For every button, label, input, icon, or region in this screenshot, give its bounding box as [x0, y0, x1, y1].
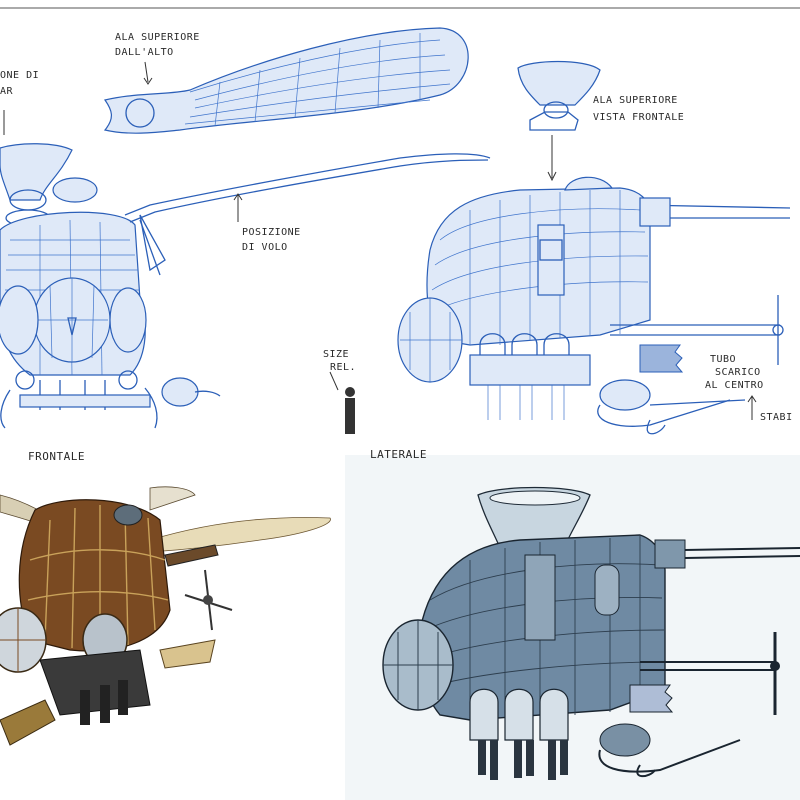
- size-ref-label-line1: SIZE: [323, 349, 349, 360]
- top-wing-label: ALA SUPERIORE DALL'ALTO: [115, 32, 200, 85]
- color-render-three-quarter: [0, 486, 331, 746]
- lateral-view-sketch: [397, 60, 791, 435]
- exhaust-label-line3: AL CENTRO: [705, 380, 764, 391]
- exhaust-label-line1: TUBO: [710, 354, 736, 365]
- top-wing-label-line2: DALL'ALTO: [115, 47, 174, 58]
- flight-position-label-line1: POSIZIONE: [242, 227, 301, 238]
- exhaust-label-line2: SCARICO: [715, 367, 761, 378]
- top-wing-sketch: [103, 27, 469, 134]
- color-render-side: [382, 486, 800, 780]
- stabilizer-label-text: STABI: [760, 412, 793, 423]
- size-reference: SIZE REL.: [323, 349, 356, 434]
- flight-position-label: POSIZIONE DI VOLO: [233, 193, 301, 253]
- top-wing-front-label-line2: VISTA FRONTALE: [593, 112, 684, 123]
- left-cut-label-line1: ONE DI: [0, 70, 39, 81]
- flight-position-label-line2: DI VOLO: [242, 242, 288, 253]
- left-cut-label-line2: AR: [0, 86, 14, 97]
- left-cut-label: ONE DI AR: [0, 70, 39, 135]
- exhaust-label: TUBO SCARICO AL CENTRO: [705, 354, 764, 391]
- frontal-view-sketch: [0, 143, 491, 429]
- top-wing-front-label: ALA SUPERIORE VISTA FRONTALE: [593, 95, 684, 123]
- frontal-view-caption: FRONTALE: [28, 450, 85, 463]
- stabilizer-label: STABI: [747, 395, 793, 423]
- top-wing-front-label-line1: ALA SUPERIORE: [593, 95, 678, 106]
- lateral-view-caption: LATERALE: [370, 448, 427, 461]
- top-wing-label-line1: ALA SUPERIORE: [115, 32, 200, 43]
- size-ref-label-line2: REL.: [330, 362, 356, 373]
